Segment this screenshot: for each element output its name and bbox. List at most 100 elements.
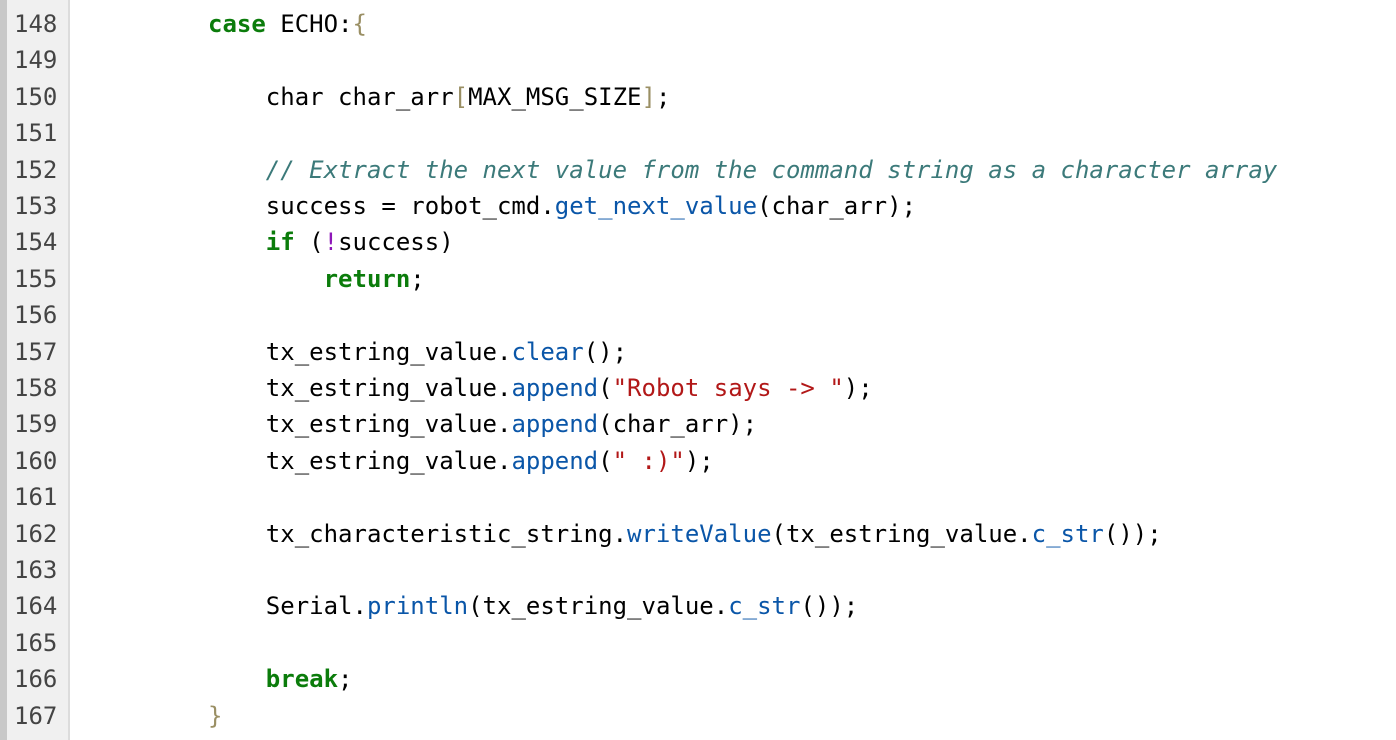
code-token: append (511, 446, 599, 475)
code-token: ( (598, 446, 613, 475)
code-line: 150 char char_arr[MAX_MSG_SIZE]; (0, 79, 1396, 115)
code-token: ()); (1103, 519, 1162, 548)
code-text[interactable]: } (92, 698, 222, 734)
code-token: append (511, 410, 599, 439)
code-text[interactable]: tx_estring_value.clear(); (92, 334, 627, 370)
code-token: ()); (800, 592, 859, 621)
line-number: 166 (14, 665, 58, 694)
code-token: writeValue (627, 519, 772, 548)
code-token: ] (641, 82, 656, 111)
code-token: c_str (728, 592, 801, 621)
line-number: 164 (14, 592, 58, 621)
line-number: 158 (14, 374, 58, 402)
line-number: 150 (14, 82, 58, 111)
code-text[interactable]: Serial.println(tx_estring_value.c_str())… (92, 588, 858, 624)
line-number: 159 (14, 410, 58, 439)
code-token: Serial. (92, 592, 367, 621)
code-token (92, 665, 265, 693)
code-token: ECHO: (265, 10, 353, 38)
code-line: 158 tx_estring_value.append("Robot says … (0, 370, 1396, 406)
code-text[interactable]: char char_arr[MAX_MSG_SIZE]; (92, 79, 671, 115)
code-line: 161 (0, 479, 1396, 515)
line-number: 153 (14, 192, 58, 220)
line-number: 167 (14, 701, 58, 730)
line-number: 160 (14, 446, 58, 475)
code-text[interactable]: case ECHO:{ (92, 6, 367, 42)
code-token: clear (511, 337, 584, 366)
code-token: ( (598, 374, 613, 402)
code-token: // Extract the next value from the comma… (265, 155, 1278, 184)
code-token (92, 156, 265, 184)
code-token (92, 10, 208, 38)
code-text[interactable]: // Extract the next value from the comma… (92, 152, 1277, 188)
code-text[interactable]: if (!success) (92, 224, 454, 260)
code-line: 164 Serial.println(tx_estring_value.c_st… (0, 588, 1396, 624)
code-line: 152 // Extract the next value from the c… (0, 152, 1396, 188)
code-token: ); (684, 446, 714, 475)
code-token: (tx_estring_value. (468, 592, 729, 621)
line-number: 156 (14, 301, 58, 330)
code-token: case (208, 10, 266, 38)
code-text[interactable]: tx_estring_value.append("Robot says -> "… (92, 370, 873, 406)
code-text[interactable]: tx_estring_value.append(char_arr); (92, 406, 757, 442)
code-token: tx_characteristic_string. (92, 519, 628, 548)
code-token: return (323, 264, 411, 293)
code-line: 162 tx_characteristic_string.writeValue(… (0, 516, 1396, 552)
code-token: tx_estring_value. (92, 446, 512, 475)
code-line: 157 tx_estring_value.clear(); (0, 334, 1396, 370)
line-number: 148 (14, 10, 58, 38)
code-token: tx_estring_value. (92, 337, 512, 366)
code-line: 151 (0, 115, 1396, 151)
code-token: } (208, 701, 223, 730)
code-text[interactable]: tx_characteristic_string.writeValue(tx_e… (92, 516, 1162, 552)
line-number: 149 (14, 46, 58, 75)
code-line: 156 (0, 297, 1396, 333)
line-number: 151 (14, 119, 58, 148)
line-number: 152 (14, 155, 58, 184)
line-number: 165 (14, 628, 58, 657)
code-token: ; (338, 665, 353, 694)
line-number: 161 (14, 483, 58, 512)
code-token: ! (323, 228, 339, 257)
code-text[interactable]: break; (92, 661, 353, 697)
code-token: if (265, 228, 295, 257)
code-line: 148 case ECHO:{ (0, 6, 1396, 42)
code-text[interactable]: return; (92, 261, 425, 297)
code-line: 160 tx_estring_value.append(" :)"); (0, 443, 1396, 479)
code-token: c_str (1031, 519, 1104, 548)
line-number: 163 (14, 556, 58, 584)
code-token: [ (453, 82, 469, 111)
code-line: 155 return; (0, 261, 1396, 297)
code-line: 166 break; (0, 661, 1396, 697)
editor-left-border (0, 0, 7, 740)
code-text[interactable]: success = robot_cmd.get_next_value(char_… (92, 188, 916, 224)
code-token: "Robot says -> " (612, 374, 844, 402)
code-token: (char_arr); (598, 410, 758, 439)
line-number: 162 (14, 519, 58, 548)
code-token: tx_estring_value. (92, 410, 512, 439)
code-line: 167 } (0, 698, 1396, 734)
code-token (92, 702, 208, 730)
code-token: { (352, 10, 367, 38)
code-line: 165 (0, 625, 1396, 661)
code-token: MAX_MSG_SIZE (468, 82, 642, 111)
code-token: success) (338, 228, 454, 257)
code-token: tx_estring_value. (92, 374, 512, 402)
code-token: append (511, 374, 599, 402)
code-token: (char_arr); (757, 192, 917, 220)
code-token: break (265, 665, 339, 694)
code-line: 153 success = robot_cmd.get_next_value(c… (0, 188, 1396, 224)
code-token: " :)" (612, 446, 685, 475)
code-token: ; (410, 264, 425, 293)
code-token (92, 265, 323, 293)
code-line: 149 (0, 42, 1396, 78)
code-line: 154 if (!success) (0, 224, 1396, 260)
code-token: char char_arr (92, 82, 454, 111)
code-token: ( (294, 228, 324, 257)
code-token: println (366, 592, 469, 621)
line-number-gutter (7, 0, 70, 740)
code-token: (tx_estring_value. (771, 519, 1032, 548)
code-text[interactable]: tx_estring_value.append(" :)"); (92, 443, 714, 479)
line-number: 157 (14, 337, 58, 366)
